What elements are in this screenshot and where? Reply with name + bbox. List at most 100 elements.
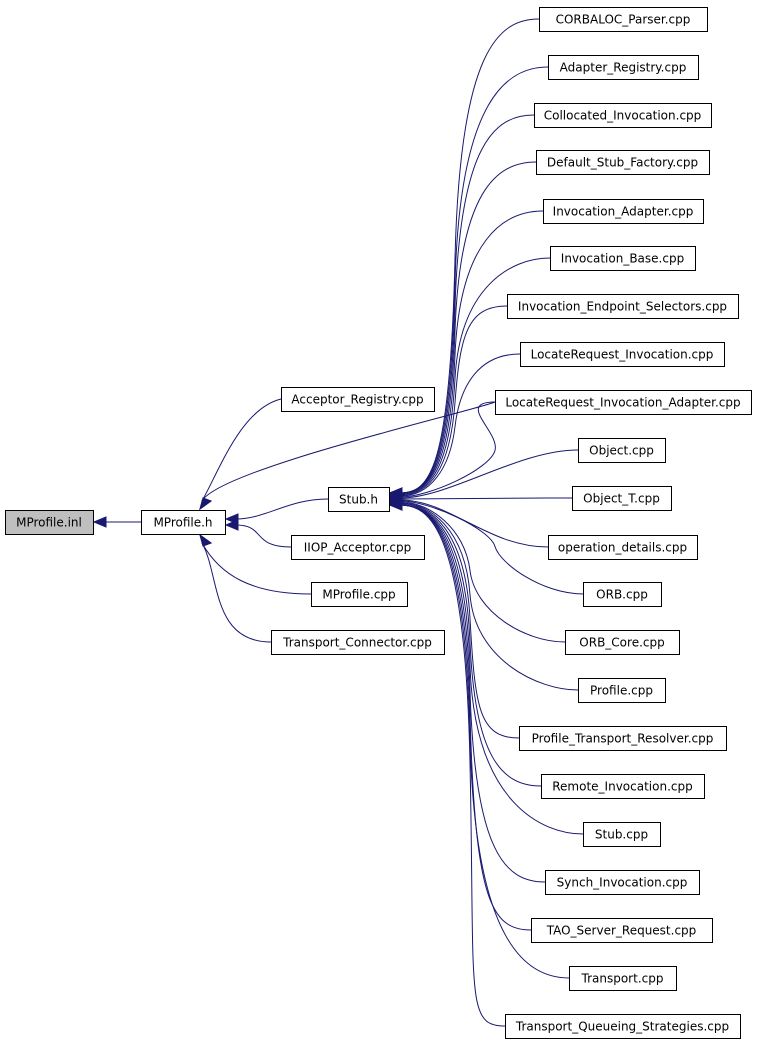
node-box[interactable]: [271, 630, 445, 655]
edge-line: [399, 210, 544, 494]
node-label: Adapter_Registry.cpp: [560, 61, 687, 75]
node-box[interactable]: [569, 966, 677, 991]
node-label: Collocated_Invocation.cpp: [544, 109, 702, 123]
node-synch-invocation-cpp[interactable]: Synch_Invocation.cpp: [545, 870, 700, 895]
node-corbaloc-parser-cpp[interactable]: CORBALOC_Parser.cpp: [539, 7, 708, 32]
node-mprofile-cpp[interactable]: MProfile.cpp: [311, 582, 408, 607]
edge-line: [201, 401, 496, 502]
node-box[interactable]: [5, 510, 94, 535]
edge-line: [399, 500, 584, 595]
node-box[interactable]: [565, 630, 680, 655]
node-label: CORBALOC_Parser.cpp: [556, 13, 691, 27]
node-box[interactable]: [541, 774, 705, 799]
node-box[interactable]: [572, 486, 672, 511]
node-orb-cpp[interactable]: ORB.cpp: [583, 582, 662, 607]
edge-orb_core_cpp-to-stub_h: [388, 496, 566, 643]
node-box[interactable]: [550, 246, 696, 271]
node-box[interactable]: [519, 726, 727, 751]
edge-transport_connector_cpp-to-mprofile_h: [199, 533, 272, 643]
node-box[interactable]: [536, 150, 710, 175]
node-collocated-invocation-cpp[interactable]: Collocated_Invocation.cpp: [534, 103, 712, 128]
node-box[interactable]: [583, 582, 662, 607]
node-iiop-acceptor-cpp[interactable]: IIOP_Acceptor.cpp: [291, 535, 425, 560]
node-profile-transport-resolver-cpp[interactable]: Profile_Transport_Resolver.cpp: [519, 726, 727, 751]
node-box[interactable]: [311, 582, 408, 607]
node-label: Acceptor_Registry.cpp: [291, 393, 423, 407]
edge-adapter_registry_cpp-to-stub_h: [388, 66, 549, 499]
node-label: MProfile.inl: [16, 516, 82, 530]
node-mprofile-inl[interactable]: MProfile.inl: [5, 510, 94, 535]
node-tao-server-request-cpp[interactable]: TAO_Server_Request.cpp: [531, 918, 713, 943]
node-label: Invocation_Adapter.cpp: [553, 205, 694, 219]
node-label: Object_T.cpp: [583, 492, 660, 506]
edge-tao_server_request_cpp-to-stub_h: [388, 499, 532, 931]
node-box[interactable]: [507, 294, 739, 319]
edge-iiop_acceptor_cpp-to-mprofile_h: [224, 519, 292, 548]
node-transport-cpp[interactable]: Transport.cpp: [569, 966, 677, 991]
node-box[interactable]: [578, 438, 666, 463]
edge-line: [399, 502, 579, 691]
edge-stub_h-to-mprofile_h: [224, 498, 329, 525]
node-label: operation_details.cpp: [558, 541, 687, 555]
node-remote-invocation-cpp[interactable]: Remote_Invocation.cpp: [541, 774, 705, 799]
node-locaterequest-invocation-adapter-cpp[interactable]: LocateRequest_Invocation_Adapter.cpp: [495, 390, 752, 415]
node-transport-queueing-strategies-cpp[interactable]: Transport_Queueing_Strategies.cpp: [505, 1014, 741, 1039]
edge-line: [399, 504, 506, 1027]
node-box[interactable]: [548, 535, 698, 560]
node-default-stub-factory-cpp[interactable]: Default_Stub_Factory.cpp: [536, 150, 710, 175]
node-invocation-adapter-cpp[interactable]: Invocation_Adapter.cpp: [543, 199, 704, 224]
arrow-head: [224, 519, 239, 531]
node-object-cpp[interactable]: Object.cpp: [578, 438, 666, 463]
node-box[interactable]: [534, 103, 712, 128]
edge-line: [201, 398, 282, 502]
node-invocation-endpoint-selectors-cpp[interactable]: Invocation_Endpoint_Selectors.cpp: [507, 294, 739, 319]
node-orb-core-cpp[interactable]: ORB_Core.cpp: [565, 630, 680, 655]
node-object-t-cpp[interactable]: Object_T.cpp: [572, 486, 672, 511]
edge-line: [201, 542, 312, 595]
node-stub-cpp[interactable]: Stub.cpp: [583, 822, 661, 847]
node-label: MProfile.h: [153, 516, 212, 530]
edge-line: [399, 401, 496, 498]
node-acceptor-registry-cpp[interactable]: Acceptor_Registry.cpp: [281, 387, 435, 412]
node-label: ORB.cpp: [596, 588, 648, 602]
edge-line: [399, 501, 566, 643]
node-transport-connector-cpp[interactable]: Transport_Connector.cpp: [271, 630, 445, 655]
node-box[interactable]: [531, 918, 713, 943]
node-box[interactable]: [281, 387, 435, 412]
edge-line: [235, 498, 329, 520]
node-box[interactable]: [578, 678, 666, 703]
edge-line: [399, 353, 521, 497]
node-profile-cpp[interactable]: Profile.cpp: [578, 678, 666, 703]
node-label: Profile.cpp: [590, 684, 653, 698]
node-box[interactable]: [141, 510, 226, 535]
node-box[interactable]: [505, 1014, 741, 1039]
node-label: Invocation_Base.cpp: [561, 252, 684, 266]
edge-line: [399, 497, 573, 500]
edge-line: [399, 504, 546, 883]
node-label: ORB_Core.cpp: [579, 636, 664, 650]
edge-line: [399, 305, 508, 496]
edge-line: [399, 504, 532, 931]
node-box[interactable]: [543, 199, 704, 224]
node-box[interactable]: [583, 822, 661, 847]
node-stub-h[interactable]: Stub.h: [328, 487, 390, 512]
arrow-head: [199, 533, 213, 547]
node-operation-details-cpp[interactable]: operation_details.cpp: [548, 535, 698, 560]
node-box[interactable]: [548, 55, 699, 80]
node-mprofile-h[interactable]: MProfile.h: [141, 510, 226, 535]
node-adapter-registry-cpp[interactable]: Adapter_Registry.cpp: [548, 55, 699, 80]
node-box[interactable]: [539, 7, 708, 32]
node-box[interactable]: [291, 535, 425, 560]
node-locaterequest-invocation-cpp[interactable]: LocateRequest_Invocation.cpp: [520, 342, 725, 367]
node-invocation-base-cpp[interactable]: Invocation_Base.cpp: [550, 246, 696, 271]
node-box[interactable]: [495, 390, 752, 415]
edge-line: [399, 18, 540, 494]
node-box[interactable]: [545, 870, 700, 895]
node-box[interactable]: [328, 487, 390, 512]
node-label: IIOP_Acceptor.cpp: [304, 541, 411, 555]
arrow-head: [199, 497, 213, 511]
node-box[interactable]: [520, 342, 725, 367]
edge-line: [399, 503, 520, 739]
arrow-head: [388, 499, 403, 511]
